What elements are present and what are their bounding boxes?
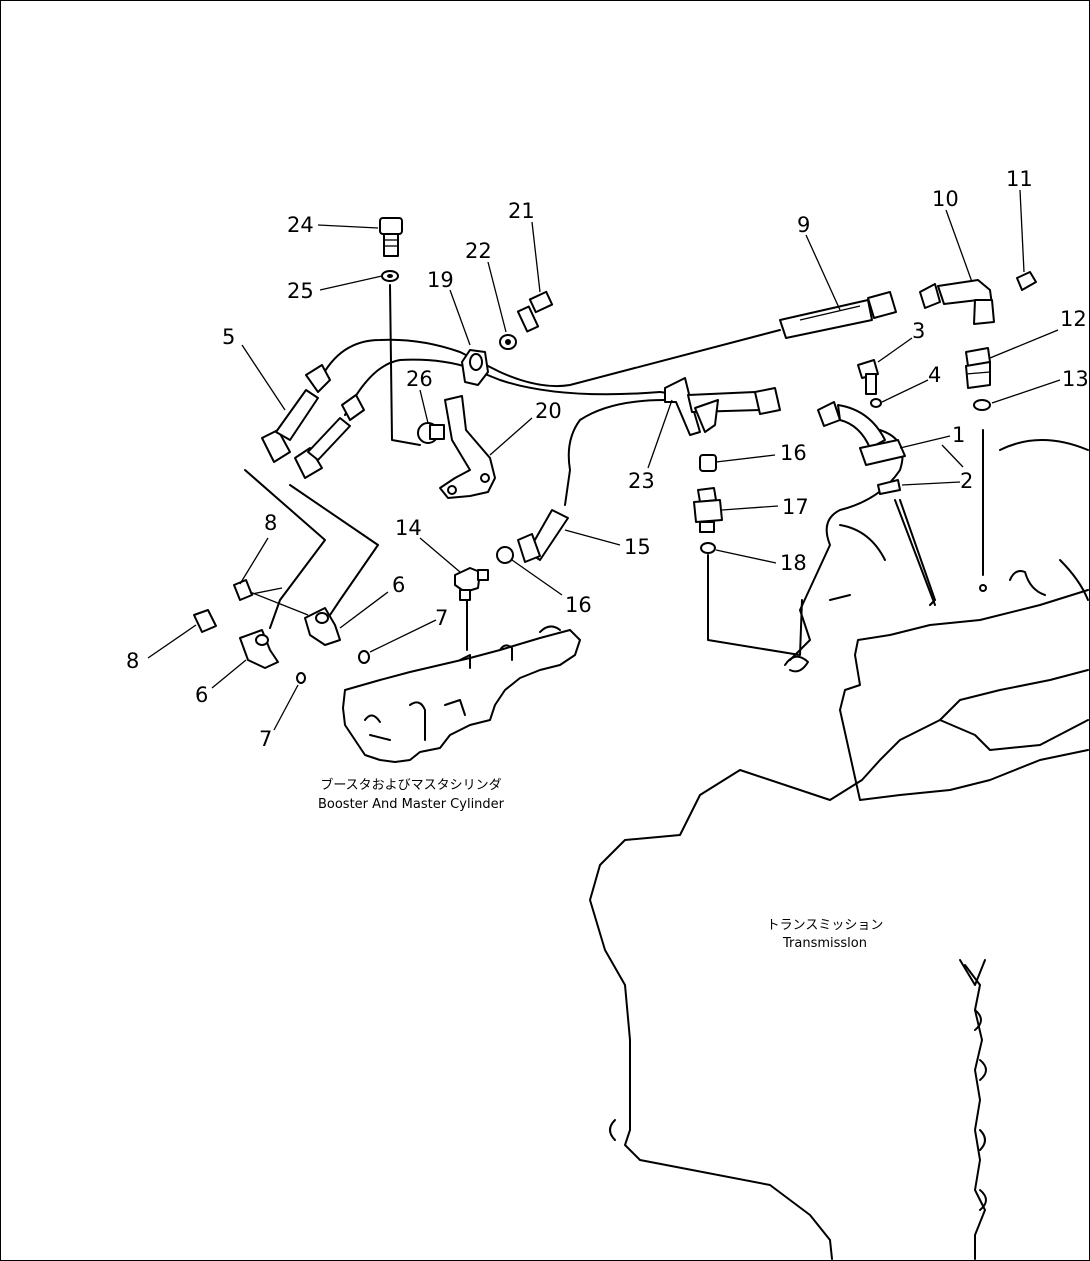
part-13-oring bbox=[973, 399, 991, 411]
callout-18: 18 bbox=[780, 551, 807, 575]
part-22-washer bbox=[499, 334, 517, 350]
callout-19: 19 bbox=[427, 268, 454, 292]
part-25-washer bbox=[381, 270, 399, 282]
part-10-elbow bbox=[919, 279, 995, 325]
part-20-bracket bbox=[439, 395, 496, 499]
callout-8-upper: 8 bbox=[264, 511, 277, 535]
callout-10: 10 bbox=[932, 187, 959, 211]
callout-6-left: 6 bbox=[195, 683, 208, 707]
part-11-plug bbox=[1016, 271, 1037, 291]
part-5-hose bbox=[261, 364, 365, 479]
callout-7-right: 7 bbox=[435, 606, 448, 630]
part-7-oring-b bbox=[296, 672, 306, 684]
callout-24: 24 bbox=[287, 213, 314, 237]
part-26-bolt bbox=[417, 422, 445, 444]
transmission-housing bbox=[589, 719, 1089, 1260]
transmission-caption-jp: トランスミッション bbox=[767, 918, 884, 933]
callout-14: 14 bbox=[395, 516, 422, 540]
part-16-nut-lower bbox=[496, 546, 514, 564]
callout-16-lower: 16 bbox=[565, 593, 592, 617]
part-1-pipe bbox=[817, 401, 906, 466]
part-8-plug-a bbox=[233, 579, 253, 601]
part-4-washer bbox=[870, 398, 882, 408]
booster-master-cylinder bbox=[342, 625, 581, 763]
callout-23: 23 bbox=[628, 469, 655, 493]
part-7-oring-a bbox=[358, 650, 370, 664]
callout-3: 3 bbox=[912, 319, 925, 343]
callout-20: 20 bbox=[535, 399, 562, 423]
callout-26: 26 bbox=[406, 367, 433, 391]
brake-lines bbox=[244, 284, 984, 656]
part-8-plug-b bbox=[193, 609, 217, 633]
transmission-caption-en: Transmisslon bbox=[782, 936, 867, 951]
callout-12: 12 bbox=[1060, 307, 1087, 331]
part-6-fitting-b bbox=[304, 607, 341, 646]
part-24-bolt bbox=[379, 217, 403, 257]
callout-leaders bbox=[147, 189, 1061, 731]
part-18-oring bbox=[700, 542, 716, 554]
callout-15: 15 bbox=[624, 535, 651, 559]
callout-17: 17 bbox=[782, 495, 809, 519]
part-3-bolt bbox=[857, 359, 879, 395]
callout-11: 11 bbox=[1006, 167, 1033, 191]
part-23-clamp bbox=[664, 377, 781, 436]
part-17-adapter bbox=[693, 487, 723, 533]
callout-7-left: 7 bbox=[259, 727, 272, 751]
booster-caption-en: Booster And Master Cylinder bbox=[318, 797, 505, 812]
part-21-bolt bbox=[516, 290, 554, 333]
callout-22: 22 bbox=[465, 239, 492, 263]
callout-2: 2 bbox=[960, 469, 973, 493]
booster-caption-jp: ブースタおよびマスタシリンダ bbox=[320, 777, 501, 793]
callout-5: 5 bbox=[222, 325, 235, 349]
callout-1: 1 bbox=[952, 423, 965, 447]
part-14-tee bbox=[454, 567, 489, 601]
callout-numbers: 24 25 21 22 19 20 26 5 9 10 11 12 13 3 4… bbox=[126, 167, 1089, 751]
callout-4: 4 bbox=[928, 363, 941, 387]
part-19-clamp bbox=[461, 349, 489, 386]
part-6-fitting-a bbox=[239, 629, 279, 669]
callout-25: 25 bbox=[287, 279, 314, 303]
part-12-connector bbox=[965, 347, 991, 389]
callout-16-upper: 16 bbox=[780, 441, 807, 465]
callout-6-right: 6 bbox=[392, 573, 405, 597]
part-15-hose bbox=[517, 509, 569, 563]
callout-8-lower: 8 bbox=[126, 649, 139, 673]
part-9-hose bbox=[779, 291, 897, 339]
callout-21: 21 bbox=[508, 199, 535, 223]
part-16-nut-top bbox=[699, 454, 717, 472]
captions: ブースタおよびマスタシリンダ Booster And Master Cylind… bbox=[318, 777, 883, 951]
callout-13: 13 bbox=[1062, 367, 1089, 391]
part-2-gasket bbox=[877, 479, 901, 495]
callout-9: 9 bbox=[797, 213, 810, 237]
